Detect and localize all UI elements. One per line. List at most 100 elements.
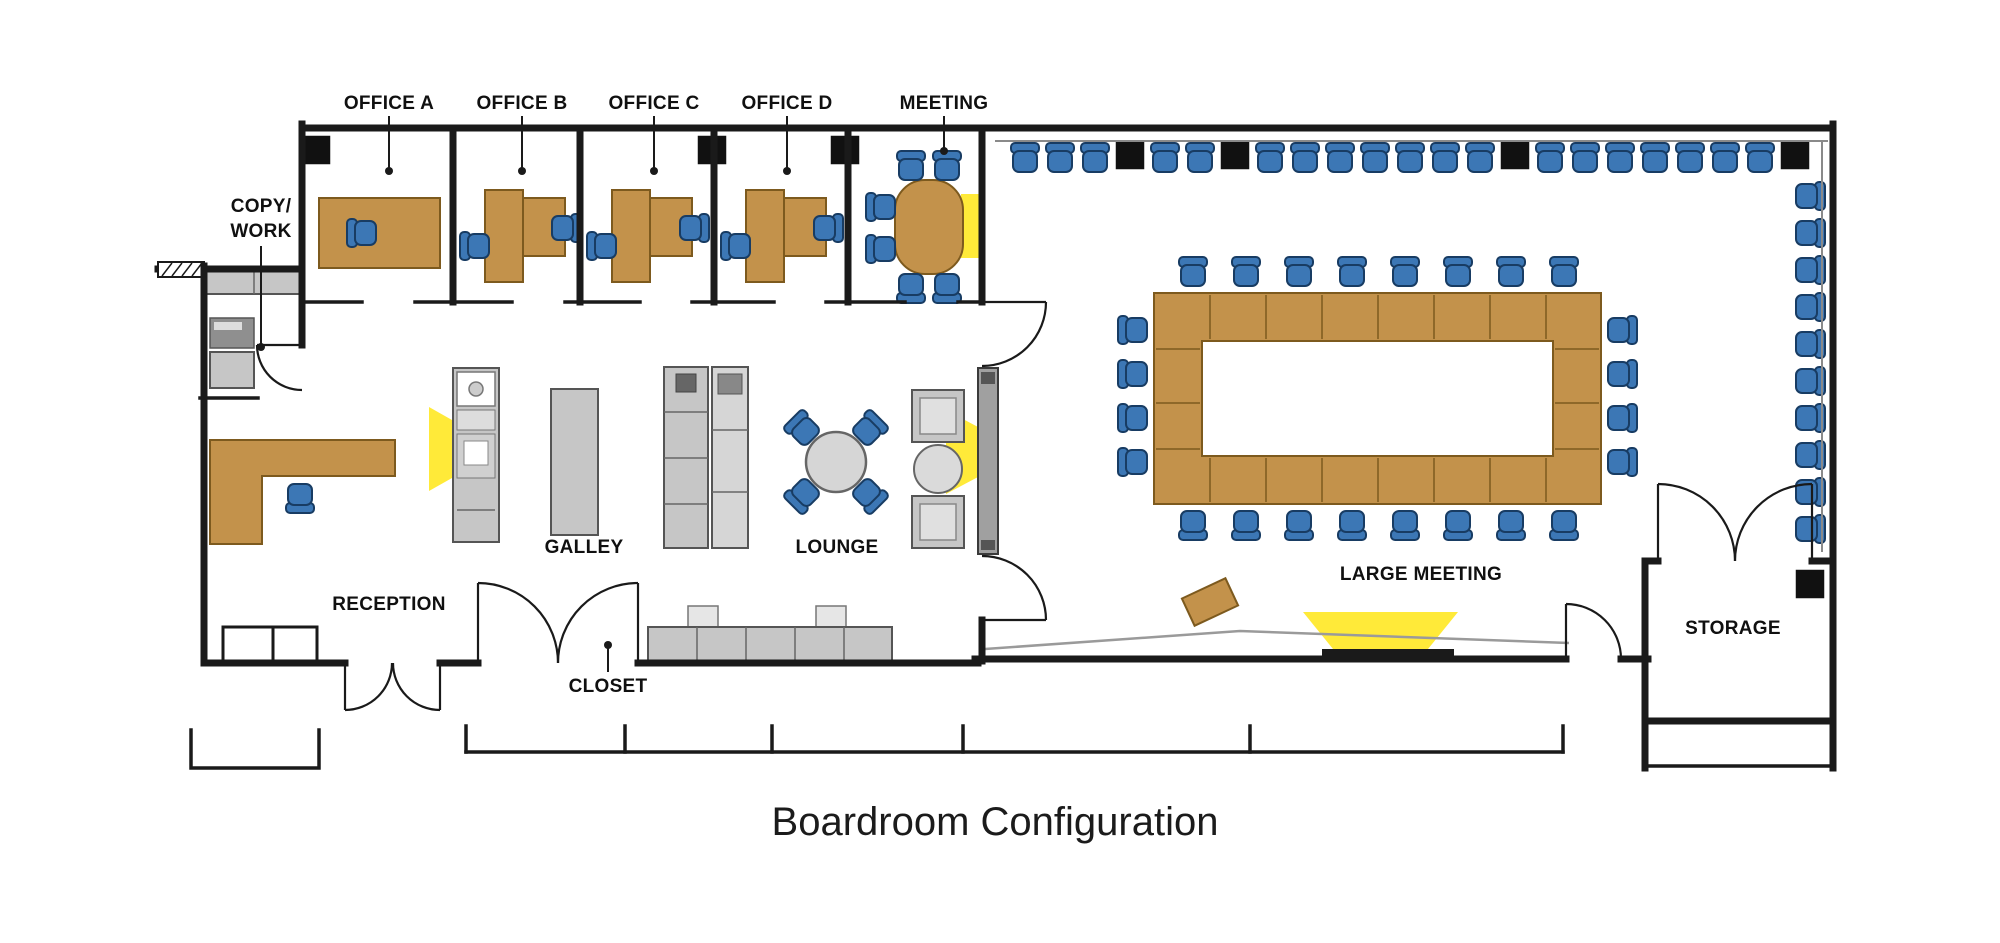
galley-tall-unit — [711, 366, 749, 549]
room-reception — [209, 439, 396, 545]
chair — [1640, 142, 1670, 173]
structural-column — [1114, 139, 1146, 171]
chair — [1795, 329, 1826, 359]
walls-storage — [1641, 557, 1837, 772]
leader-dot — [385, 167, 393, 175]
chair — [1337, 510, 1367, 541]
chair — [1443, 510, 1473, 541]
chair — [1390, 256, 1420, 287]
chair — [896, 273, 926, 304]
galley-island — [550, 388, 599, 536]
appliance — [675, 373, 697, 393]
structural-column — [1219, 139, 1251, 171]
chair — [1795, 218, 1826, 248]
room-closet — [647, 605, 893, 662]
table-segments-bottom — [1209, 458, 1547, 502]
chair — [932, 150, 962, 181]
chair — [1117, 315, 1148, 345]
meeting-glow — [961, 194, 979, 258]
label-office-a: OFFICE A — [344, 93, 434, 114]
chair — [1710, 142, 1740, 173]
doors — [255, 300, 1814, 712]
desk — [611, 189, 651, 283]
vestibule-box — [221, 625, 275, 665]
label-reception: RECEPTION — [332, 594, 446, 615]
desk — [745, 189, 785, 283]
structural-column — [1779, 139, 1811, 171]
chair — [1185, 142, 1215, 173]
chair — [1284, 256, 1314, 287]
cabinet-dividers — [696, 627, 845, 661]
chair — [1360, 142, 1390, 173]
chair — [932, 273, 962, 304]
chair — [1465, 142, 1495, 173]
chair — [813, 213, 844, 243]
room-office-b — [459, 189, 582, 283]
label-large-meeting: LARGE MEETING — [1340, 564, 1502, 585]
chair — [1795, 366, 1826, 396]
label-meeting: MEETING — [900, 93, 989, 114]
large-room-door-top — [981, 300, 1048, 368]
closet-door-left — [476, 581, 560, 664]
appliance — [717, 373, 743, 395]
room-lounge — [781, 367, 999, 555]
side-cart — [1180, 576, 1240, 628]
room-office-d — [720, 189, 844, 283]
chair — [1178, 510, 1208, 541]
chair — [1178, 256, 1208, 287]
chair — [1795, 440, 1826, 470]
leader-dot — [650, 167, 658, 175]
top-chair-row — [1010, 139, 1811, 173]
label-closet: CLOSET — [569, 676, 648, 697]
chair — [1795, 181, 1826, 211]
closet-door-right — [556, 581, 640, 664]
leader-dot — [257, 343, 265, 351]
chair — [1150, 142, 1180, 173]
chair — [1010, 142, 1040, 173]
cabinet-dividers — [712, 429, 748, 493]
chair — [1255, 142, 1285, 173]
chair — [1795, 477, 1826, 507]
chair — [1675, 142, 1705, 173]
chair — [1535, 142, 1565, 173]
copier — [209, 317, 255, 349]
chair — [1496, 510, 1526, 541]
closet-box — [687, 605, 719, 629]
media-wall — [977, 367, 999, 555]
room-office-a — [318, 197, 441, 269]
cabinet-dividers — [664, 411, 708, 505]
chair — [1117, 359, 1148, 389]
media-device — [981, 540, 995, 550]
room-meeting — [865, 150, 964, 304]
chair — [1231, 256, 1261, 287]
chair — [720, 231, 751, 261]
chair — [865, 192, 896, 222]
leader-dot — [783, 167, 791, 175]
room-copy-work — [205, 267, 303, 389]
chair — [1284, 510, 1314, 541]
site-ticks — [464, 724, 1565, 754]
chair — [1337, 256, 1367, 287]
chair — [1549, 510, 1579, 541]
chair — [1570, 142, 1600, 173]
screen-glow — [1303, 612, 1458, 649]
chair — [1795, 255, 1826, 285]
chair — [1443, 256, 1473, 287]
reception-desk — [209, 439, 396, 545]
table-segments-sides — [1156, 348, 1599, 450]
labels: OFFICE A OFFICE B OFFICE C OFFICE D MEET… — [230, 93, 1780, 697]
media-device — [981, 372, 995, 384]
label-office-b: OFFICE B — [476, 93, 567, 114]
chair — [285, 483, 315, 514]
wall-hatch-lines — [161, 262, 203, 277]
label-office-c: OFFICE C — [608, 93, 699, 114]
leader-dot — [518, 167, 526, 175]
table-segments-top — [1209, 295, 1547, 339]
chair — [1607, 315, 1638, 345]
closet-cabinet-row — [647, 626, 893, 662]
chair — [1795, 292, 1826, 322]
chair — [1045, 142, 1075, 173]
exterior-lines — [189, 724, 1835, 770]
chair — [1745, 142, 1775, 173]
